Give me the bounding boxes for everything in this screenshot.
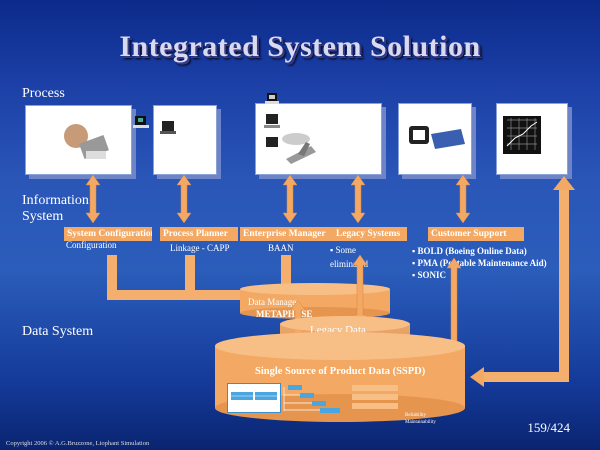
- design-illustration: [64, 124, 109, 159]
- connector-pipe: [559, 185, 569, 380]
- connector-pipe: [185, 255, 195, 295]
- configuration-subtext: Configuration: [66, 240, 117, 250]
- computer-icon: [265, 92, 279, 110]
- customer-support-label: Customer Support: [428, 227, 524, 241]
- connector-pipe: [107, 290, 247, 300]
- baan-text: BAAN: [268, 243, 294, 253]
- page-number: 159/424: [527, 420, 570, 435]
- some-eliminated-text: ▪ Some eliminated: [330, 245, 368, 269]
- slide-title: Integrated System Solution: [119, 30, 481, 63]
- process-box-analysis: [496, 103, 568, 175]
- double-arrow: [446, 258, 462, 368]
- double-arrow: [350, 175, 366, 223]
- connector-pipe: [281, 255, 291, 287]
- support-item: ▪ PMA (Portable Maintenance Aid): [412, 258, 547, 268]
- reliability-label: Reliability: [405, 413, 427, 418]
- process-planner-label: Process Planner: [160, 227, 238, 241]
- process-box-manufacturing: [255, 103, 382, 175]
- data-manager-label: Data Manager: [248, 297, 300, 307]
- copyright-footer: Copyright 2006 © A.G.Bruzzone, Liophant …: [6, 440, 150, 447]
- double-arrow: [85, 175, 101, 223]
- enterprise-manager-label: Enterprise Manager: [240, 227, 334, 241]
- arrow-head-left: [470, 367, 484, 387]
- data-manager-cylinder: [240, 283, 390, 319]
- support-item: ▪ BOLD (Boeing Online Data): [412, 246, 527, 256]
- double-arrow: [176, 175, 192, 223]
- arrow-head-up: [553, 176, 575, 190]
- sspd-model-panel: [227, 383, 281, 413]
- computer-icon: [133, 115, 149, 133]
- linkage-text: Linkage - CAPP: [170, 243, 230, 253]
- legacy-systems-label: Legacy Systems: [333, 227, 407, 241]
- computer-icon: [162, 121, 174, 131]
- maintainability-label: Maintainability: [405, 420, 436, 425]
- support-item: ▪ SONIC: [412, 270, 446, 280]
- system-configuration-label: System Configuration: [64, 227, 152, 241]
- connector-pipe: [107, 255, 117, 295]
- process-box-design: [25, 105, 132, 175]
- sspd-tree: [280, 383, 345, 413]
- process-box-planning: [153, 105, 217, 175]
- process-box-support: [398, 103, 472, 175]
- process-label: Process: [22, 86, 65, 101]
- metaphase-label: METAPHASE: [256, 309, 313, 319]
- data-system-label: Data System: [22, 324, 94, 339]
- information-system-label: Information System: [22, 193, 89, 224]
- sspd-side-panel: [350, 383, 400, 411]
- double-arrow: [455, 175, 471, 223]
- sspd-label: Single Source of Product Data (SSPD): [255, 366, 426, 377]
- connector-pipe: [480, 372, 569, 382]
- double-arrow: [352, 255, 368, 325]
- double-arrow: [282, 175, 298, 223]
